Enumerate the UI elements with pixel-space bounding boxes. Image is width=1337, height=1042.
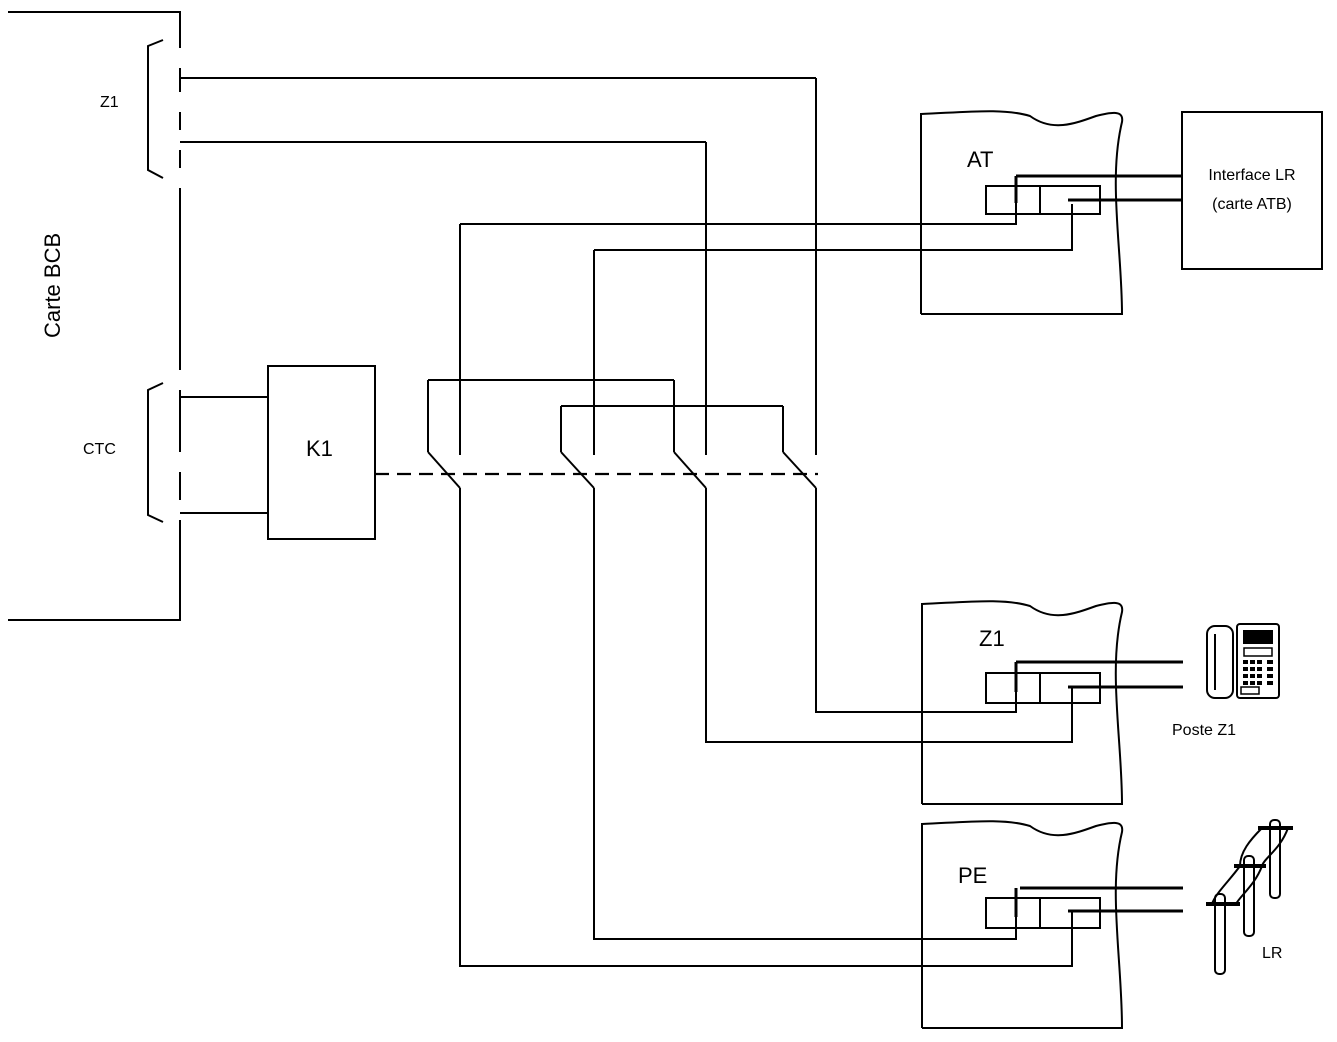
bcb-card-outline xyxy=(8,11,181,621)
relay-k1 xyxy=(180,365,376,540)
frame-pe-label: PE xyxy=(958,863,987,888)
telephone-icon xyxy=(1206,623,1280,699)
relay-label: K1 xyxy=(306,436,333,461)
z1-connector-bracket xyxy=(147,39,164,179)
ctc-connector-label: CTC xyxy=(83,441,116,458)
frame-at xyxy=(920,110,1183,315)
frame-z1 xyxy=(921,600,1183,805)
interface-lr-box xyxy=(1181,111,1323,270)
phone-caption: Poste Z1 xyxy=(1172,722,1236,739)
line-caption: LR xyxy=(1262,945,1282,962)
frame-pe xyxy=(921,820,1183,1029)
ctc-connector-bracket xyxy=(147,382,164,523)
frame-at-label: AT xyxy=(967,147,993,172)
interface-label-line2: (carte ATB) xyxy=(1212,196,1292,213)
card-label: Carte BCB xyxy=(40,233,65,338)
switch-contacts xyxy=(427,78,817,489)
frame-z1-label: Z1 xyxy=(979,626,1005,651)
interface-label-line1: Interface LR xyxy=(1208,167,1295,184)
z1-connector-label: Z1 xyxy=(100,94,119,111)
utility-pole-icon xyxy=(1206,819,1293,975)
wires xyxy=(180,77,1073,967)
